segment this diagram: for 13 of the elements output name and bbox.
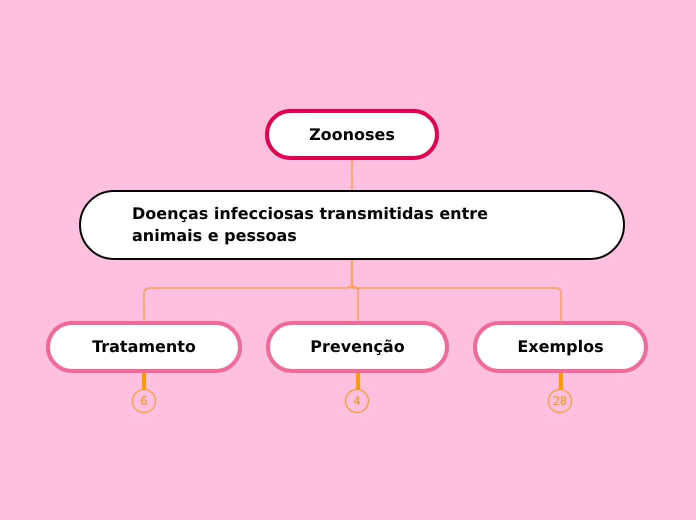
connector-line [351, 160, 353, 190]
count-badge: 28 [548, 389, 572, 413]
main-topic-box: Doenças infecciosas transmitidas entre animais e pessoas [79, 190, 625, 260]
count-badge: 6 [132, 389, 156, 413]
subtopic-box: Tratamento [46, 321, 242, 373]
subtopic-box: Prevenção [266, 321, 449, 373]
connector-line [142, 373, 146, 389]
connector-line [351, 260, 562, 321]
connector-line [356, 373, 360, 389]
subtopic-box: Exemplos [473, 321, 648, 373]
connector-line [559, 373, 563, 389]
topic-box: Zoonoses [265, 109, 439, 160]
count-badge: 4 [345, 389, 369, 413]
